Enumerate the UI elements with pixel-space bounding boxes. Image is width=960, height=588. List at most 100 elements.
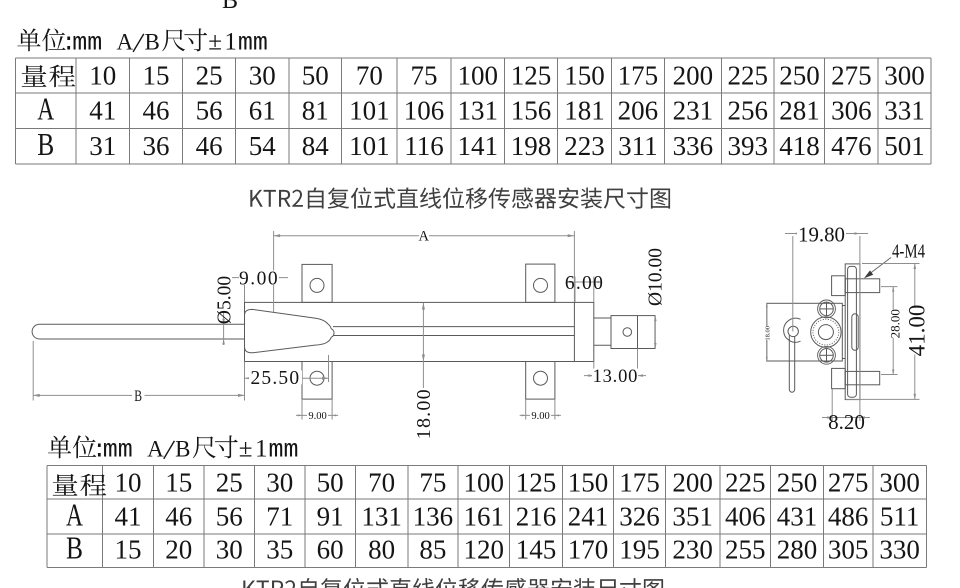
svg-text:±: ± <box>239 435 253 462</box>
svg-text::: : <box>62 30 76 57</box>
svg-text:10: 10 <box>89 61 116 91</box>
svg-text:175: 175 <box>618 61 659 91</box>
svg-text:91: 91 <box>317 502 344 532</box>
svg-text:393: 393 <box>728 131 769 161</box>
svg-text:81: 81 <box>302 96 329 126</box>
svg-text:A: A <box>147 436 164 461</box>
svg-text:41: 41 <box>114 502 141 532</box>
svg-text:250: 250 <box>777 468 818 498</box>
svg-text:56: 56 <box>216 502 243 532</box>
svg-text:1: 1 <box>224 28 237 55</box>
svg-text:225: 225 <box>725 468 766 498</box>
svg-text:116: 116 <box>404 131 444 161</box>
svg-text:50: 50 <box>302 61 329 91</box>
svg-text:80: 80 <box>368 534 395 564</box>
svg-text:15: 15 <box>165 468 192 498</box>
svg-text:B: B <box>145 29 160 54</box>
svg-text:A: A <box>66 497 83 533</box>
svg-text:161: 161 <box>463 502 504 532</box>
svg-text:8.20: 8.20 <box>828 410 865 434</box>
svg-text:300: 300 <box>879 468 920 498</box>
svg-text:mm: mm <box>72 28 102 57</box>
svg-text:30: 30 <box>249 61 276 91</box>
svg-text:145: 145 <box>516 534 557 564</box>
svg-text:250: 250 <box>779 61 820 91</box>
svg-text:131: 131 <box>457 96 498 126</box>
svg-text:326: 326 <box>619 502 660 532</box>
svg-text:125: 125 <box>511 61 552 91</box>
svg-text:19.80: 19.80 <box>798 222 845 246</box>
svg-text:150: 150 <box>568 468 609 498</box>
svg-text:9.00: 9.00 <box>308 411 326 422</box>
svg-text:36: 36 <box>143 131 170 161</box>
svg-text:305: 305 <box>828 534 869 564</box>
svg-text:mm: mm <box>103 435 133 464</box>
svg-text:50: 50 <box>317 468 344 498</box>
svg-text:255: 255 <box>725 534 766 564</box>
svg-text:280: 280 <box>777 534 818 564</box>
svg-text:131: 131 <box>361 502 402 532</box>
svg-text:281: 281 <box>779 96 820 126</box>
svg-text:A: A <box>419 229 430 245</box>
svg-text:B: B <box>134 388 142 405</box>
svg-text:223: 223 <box>564 131 605 161</box>
svg-text:275: 275 <box>828 468 869 498</box>
svg-text:25: 25 <box>196 61 223 91</box>
svg-text:13.00: 13.00 <box>593 367 639 387</box>
svg-text:275: 275 <box>831 61 872 91</box>
svg-text:75: 75 <box>411 61 438 91</box>
svg-text:9.00: 9.00 <box>531 411 549 422</box>
svg-text:125: 125 <box>516 468 557 498</box>
svg-text::: : <box>92 437 106 464</box>
svg-text:101: 101 <box>349 131 390 161</box>
svg-text:4-M4: 4-M4 <box>892 241 925 263</box>
svg-text:100: 100 <box>463 468 504 498</box>
svg-text:106: 106 <box>404 96 445 126</box>
svg-text:Ø10.00: Ø10.00 <box>646 248 667 306</box>
svg-text:101: 101 <box>349 96 390 126</box>
svg-text:306: 306 <box>831 96 872 126</box>
svg-text:241: 241 <box>568 502 609 532</box>
svg-text:6.00: 6.00 <box>565 273 604 294</box>
svg-text:501: 501 <box>884 131 925 161</box>
svg-text:28.00: 28.00 <box>888 309 903 338</box>
svg-text:170: 170 <box>568 534 609 564</box>
svg-text:150: 150 <box>564 61 605 91</box>
svg-text:A: A <box>117 29 134 54</box>
svg-text:225: 225 <box>728 61 769 91</box>
svg-text:141: 141 <box>457 131 498 161</box>
svg-text:1: 1 <box>255 435 268 462</box>
svg-text:231: 231 <box>673 96 714 126</box>
svg-text:41: 41 <box>89 96 116 126</box>
svg-text:198: 198 <box>511 131 552 161</box>
svg-text:25.50: 25.50 <box>250 368 300 389</box>
svg-text:476: 476 <box>831 131 872 161</box>
svg-text:B: B <box>37 126 54 162</box>
svg-text:mm: mm <box>269 435 299 464</box>
svg-text:18.00: 18.00 <box>764 326 771 341</box>
svg-text:330: 330 <box>879 534 920 564</box>
svg-text:200: 200 <box>672 468 713 498</box>
svg-text:70: 70 <box>368 468 395 498</box>
svg-text:311: 311 <box>618 131 658 161</box>
svg-text:195: 195 <box>619 534 660 564</box>
svg-text:351: 351 <box>672 502 713 532</box>
svg-text:75: 75 <box>419 468 446 498</box>
svg-text:30: 30 <box>216 534 243 564</box>
svg-text:B: B <box>222 0 238 14</box>
svg-text:41.00: 41.00 <box>905 305 930 357</box>
svg-text:486: 486 <box>828 502 869 532</box>
svg-text:20: 20 <box>165 534 192 564</box>
svg-text:206: 206 <box>618 96 659 126</box>
svg-text:418: 418 <box>779 131 820 161</box>
svg-text:9.00: 9.00 <box>239 268 279 289</box>
svg-text:A: A <box>37 91 54 127</box>
svg-text:25: 25 <box>216 468 243 498</box>
svg-text:100: 100 <box>457 61 498 91</box>
svg-text:70: 70 <box>356 61 383 91</box>
svg-text:230: 230 <box>672 534 713 564</box>
svg-text:431: 431 <box>777 502 818 532</box>
svg-text:±: ± <box>208 28 222 55</box>
svg-text:120: 120 <box>463 534 504 564</box>
svg-text:216: 216 <box>516 502 557 532</box>
